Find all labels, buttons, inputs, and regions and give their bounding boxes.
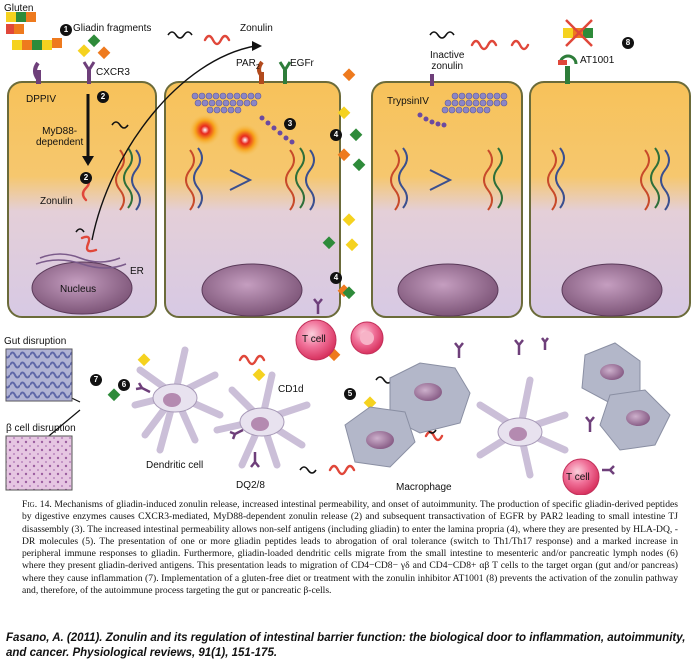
actin-bead-chain: [259, 112, 447, 145]
cxcr3-label: CXCR3: [96, 67, 130, 78]
nucleus: [31, 261, 133, 315]
zonulin-top-label: Zonulin: [240, 23, 273, 34]
mhc-molecules: [135, 298, 615, 475]
nucleus: [201, 263, 303, 317]
step-5-badge: 5: [344, 388, 356, 400]
cd1d-label: CD1d: [278, 384, 304, 395]
step-7-badge: 7: [90, 374, 102, 386]
macrophage-label: Macrophage: [396, 482, 452, 493]
beta-cell-disruption-label: β cell disruption: [6, 423, 76, 434]
step-4-badge: 4: [330, 129, 342, 141]
citation: Fasano, A. (2011). Zonulin and its regul…: [6, 632, 686, 659]
dppiv-label: DPPIV: [26, 94, 57, 105]
activation-glow: [189, 114, 221, 146]
endoplasmic-reticulum: [39, 253, 121, 263]
figure-caption: Fig. 14. Mechanisms of gliadin-induced z…: [22, 499, 678, 597]
dppiv-receptor: [33, 61, 41, 84]
tight-junctions: [115, 147, 670, 211]
step-1-badge: 1: [60, 24, 72, 36]
dendritic-cell-left: [131, 346, 224, 454]
epithelial-cell-1: [7, 81, 157, 318]
epithelial-cell-4: [529, 81, 691, 318]
gut-disruption-image: [5, 348, 73, 402]
cxcr3-receptor: [82, 61, 96, 84]
actin-cluster-1: [191, 92, 262, 114]
dq-label: DQ2/8: [236, 480, 265, 491]
blocked-gluten-x: [565, 19, 593, 47]
step-6-badge: 6: [118, 379, 130, 391]
par2-label: PAR2: [236, 58, 260, 71]
trypsin-label: TrypsinIV: [387, 96, 429, 107]
par2-receptor: [257, 60, 264, 84]
step-4-badge: 4: [330, 272, 342, 284]
step-2-badge: 2: [80, 172, 92, 184]
epithelial-cell-3: [371, 81, 523, 318]
caption-text: Mechanisms of gliadin-induced zonulin re…: [22, 499, 678, 597]
gliadin-fragments: [6, 12, 593, 410]
nucleus: [397, 263, 499, 317]
at1001-receptor: [558, 54, 578, 84]
t-cells: [295, 319, 600, 495]
activation-glow: [229, 124, 261, 156]
egfr-label: EGFr: [290, 58, 314, 69]
myd88-arrow: [82, 94, 94, 166]
gut-disruption-label: Gut disruption: [4, 336, 67, 347]
zonulin-secretion-arrow: [91, 45, 256, 241]
step-3-badge: 3: [284, 118, 296, 130]
gliadin-fragments-label: Gliadin fragments: [73, 23, 152, 34]
zonulin-mid-label: Zonulin: [40, 196, 73, 207]
nucleus: [561, 263, 663, 317]
dendritic-cell-label: Dendritic cell: [146, 460, 204, 471]
trypsin-receptor: [430, 74, 434, 86]
dendritic-cell-right: [476, 376, 569, 479]
step-8-badge: 8: [622, 37, 634, 49]
t-cell-top-label: T cell: [302, 334, 326, 345]
t-cell-bottom-label: T cell: [566, 472, 590, 483]
at1001-label: AT1001: [580, 55, 615, 66]
myd88-label: MyD88- dependent: [36, 126, 84, 148]
actin-cluster-2: [441, 92, 508, 114]
inactive-zonulin-label: Inactive zonulin: [430, 50, 465, 72]
gluten-label: Gluten: [4, 3, 34, 14]
er-label: ER: [130, 266, 144, 277]
beta-cell-disruption-image: [5, 435, 73, 491]
nucleus-label: Nucleus: [60, 284, 97, 295]
step-2-badge: 2: [97, 91, 109, 103]
egfr-receptor: [278, 61, 292, 84]
macrophage-cells: [344, 342, 671, 468]
dendritic-cell-middle: [213, 371, 311, 469]
figure-number: Fig. 14.: [22, 499, 52, 510]
zonulin-mechanism-diagram: [5, 12, 691, 495]
